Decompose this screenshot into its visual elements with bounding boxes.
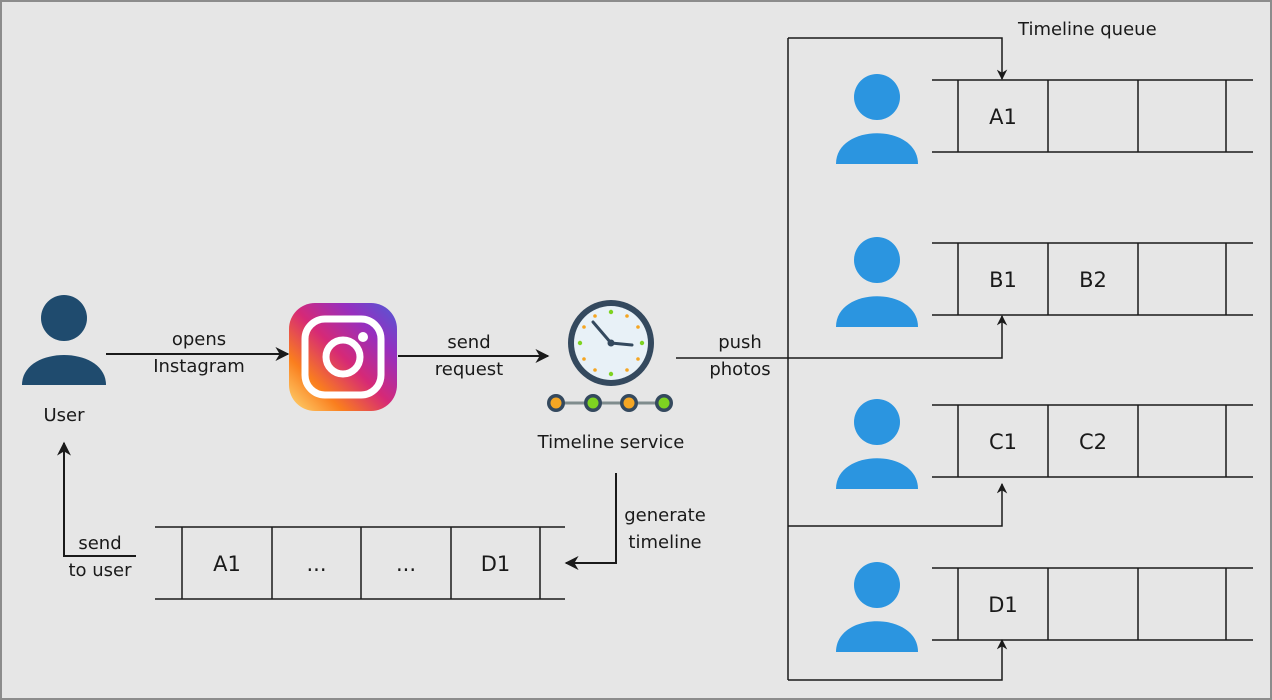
opens-label-line2: Instagram [153, 356, 245, 377]
queue-row: D1 [836, 562, 1253, 652]
follower-user-icon [836, 237, 918, 327]
queue-row: C1 C2 [836, 399, 1253, 489]
timeline-cell: A1 [213, 552, 241, 576]
queue-cell: C2 [1079, 430, 1107, 454]
queue-cell: D1 [988, 593, 1018, 617]
generate-timeline-label-line2: timeline [628, 532, 701, 553]
timeline-cell: ... [306, 552, 326, 576]
push-photos-label: push [718, 332, 762, 353]
send-to-user-label-line2: to user [68, 560, 132, 581]
timeline-service-label: Timeline service [537, 432, 685, 453]
send-to-user-arrow [57, 441, 136, 557]
send-to-user-label: send [78, 533, 121, 554]
timeline-cell: D1 [481, 552, 511, 576]
queue-row: B1 B2 [836, 237, 1253, 327]
follower-user-icon [836, 74, 918, 164]
follower-user-icon [836, 562, 918, 652]
user-icon [22, 295, 106, 385]
send-request-label-line2: request [435, 359, 503, 380]
clock-service-icon [547, 300, 673, 412]
output-timeline: A1...... D1 [155, 526, 565, 600]
queue-row: A1 [836, 74, 1253, 164]
send-request-label: send [447, 332, 490, 353]
generate-timeline-arrow [564, 473, 617, 570]
queue-cell: A1 [989, 105, 1017, 129]
queue-cell: C1 [989, 430, 1017, 454]
follower-user-icon [836, 399, 918, 489]
queue-cell: B1 [989, 268, 1017, 292]
opens-label: opens [172, 329, 226, 350]
timeline-service-node: Timeline service [537, 300, 685, 453]
instagram-logo [289, 303, 397, 411]
push-photos-label-line2: photos [709, 359, 770, 380]
timeline-queue-title: Timeline queue [1017, 19, 1157, 40]
queue-cell: B2 [1079, 268, 1107, 292]
user-label: User [43, 405, 85, 426]
timeline-cell: ... [396, 552, 416, 576]
user-node: User [22, 295, 106, 426]
generate-timeline-label: generate [624, 505, 706, 526]
push-photos-connector [676, 37, 1008, 681]
